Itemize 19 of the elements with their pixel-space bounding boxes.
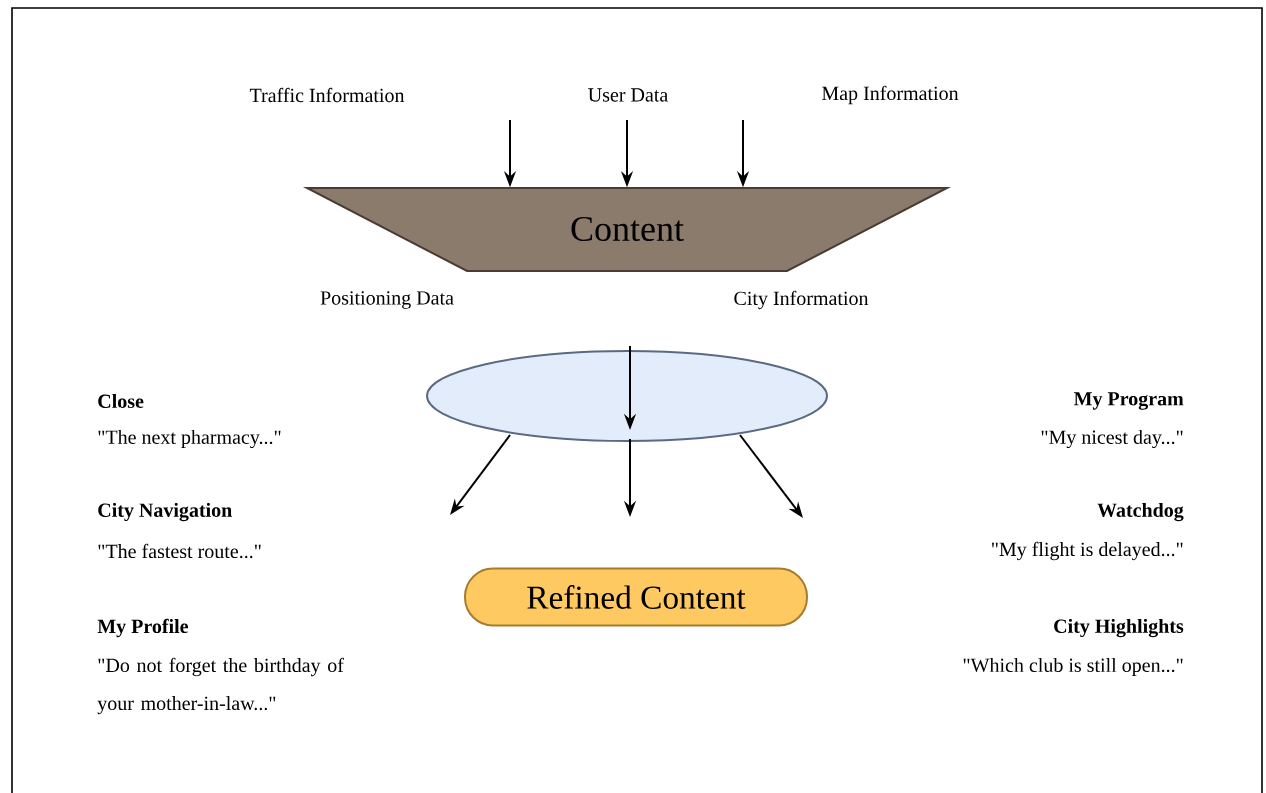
ellipse-shape	[426, 350, 828, 442]
text-label: "The fastest route..."	[98, 543, 261, 559]
heading-label: City Highlights	[1054, 618, 1184, 638]
text-label: "Which club is still open..."	[963, 657, 1183, 677]
rounded-box: Refined Content	[464, 567, 808, 627]
text-label: Map Information	[822, 85, 959, 105]
heading-label: Watchdog	[1097, 502, 1184, 522]
heading-label: My Program	[1073, 392, 1184, 410]
heading-label: Close	[98, 394, 144, 409]
heading-label: My Profile	[97, 618, 189, 638]
text-label: "My nicest day..."	[1041, 429, 1183, 449]
heading-label: City Navigation	[98, 502, 232, 522]
text-label: "Do not forget the birthday of your mother-in-law..."	[97, 657, 344, 715]
text-label: Traffic Information	[249, 87, 405, 103]
text-label: User Data	[588, 88, 668, 102]
text-label: "The next pharmacy..."	[98, 429, 281, 449]
text-label: "My flight is delayed..."	[992, 541, 1183, 561]
text-label: City Information	[734, 290, 869, 310]
text-label: Positioning Data	[320, 291, 454, 309]
